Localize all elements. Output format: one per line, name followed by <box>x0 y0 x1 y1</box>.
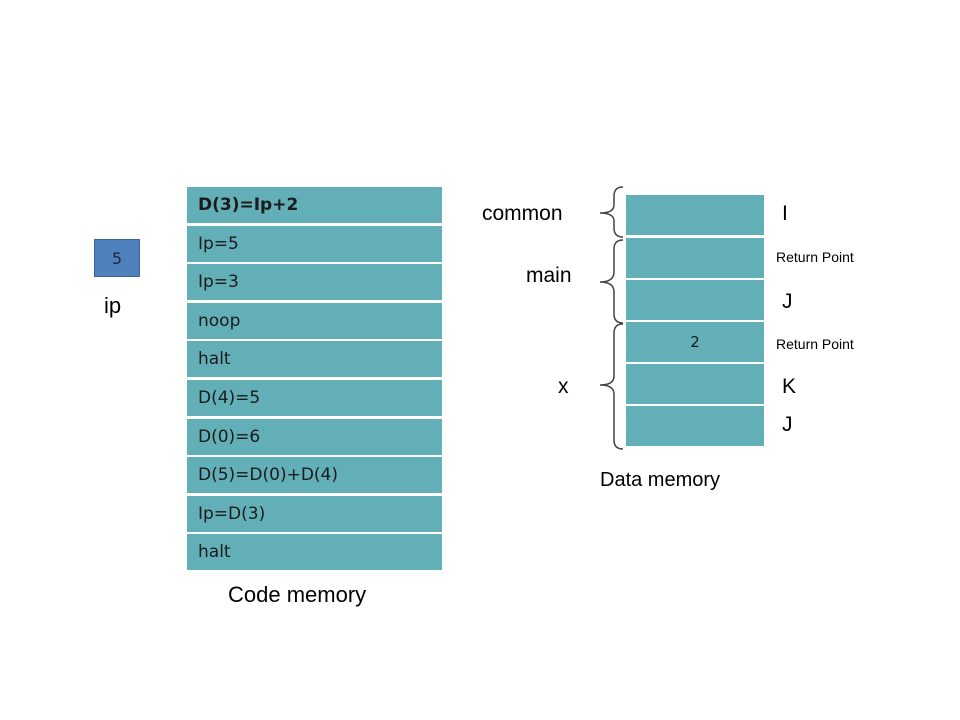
code-row: Ip=5 <box>187 225 442 262</box>
cell-label: I <box>782 202 788 225</box>
brace-common <box>599 186 624 238</box>
code-row: D(5)=D(0)+D(4) <box>187 457 442 494</box>
brace-x <box>599 323 624 450</box>
code-memory-caption: Code memory <box>228 582 367 607</box>
brace-main <box>599 239 624 324</box>
ip-register: 5 <box>94 239 140 277</box>
data-memory-caption: Data memory <box>600 469 721 491</box>
cell-label: Return Point <box>776 336 854 352</box>
code-row: Ip=D(3) <box>187 495 442 532</box>
ip-label: ip <box>104 293 122 318</box>
data-cell <box>626 195 764 235</box>
code-row: halt <box>187 341 442 378</box>
segment-label-main: main <box>526 264 572 287</box>
segment-label-x: x <box>558 375 569 398</box>
cell-label: J <box>782 290 793 313</box>
code-row: halt <box>187 534 442 571</box>
cell-label: J <box>782 413 793 436</box>
code-row: D(0)=6 <box>187 418 442 455</box>
segment-label-common: common <box>482 202 563 225</box>
cell-label: Return Point <box>776 249 854 265</box>
data-cell <box>626 238 764 278</box>
code-row: D(4)=5 <box>187 379 442 416</box>
data-cell <box>626 364 764 404</box>
code-row: Ip=3 <box>187 264 442 301</box>
data-cell <box>626 280 764 320</box>
code-row: D(3)=Ip+2 <box>187 187 442 223</box>
data-cell: 2 <box>626 322 764 362</box>
code-memory: D(3)=Ip+2 Ip=5 Ip=3 noop halt D(4)=5 D(0… <box>187 187 442 573</box>
data-cell <box>626 406 764 446</box>
code-row: noop <box>187 302 442 339</box>
cell-label: K <box>782 375 797 398</box>
